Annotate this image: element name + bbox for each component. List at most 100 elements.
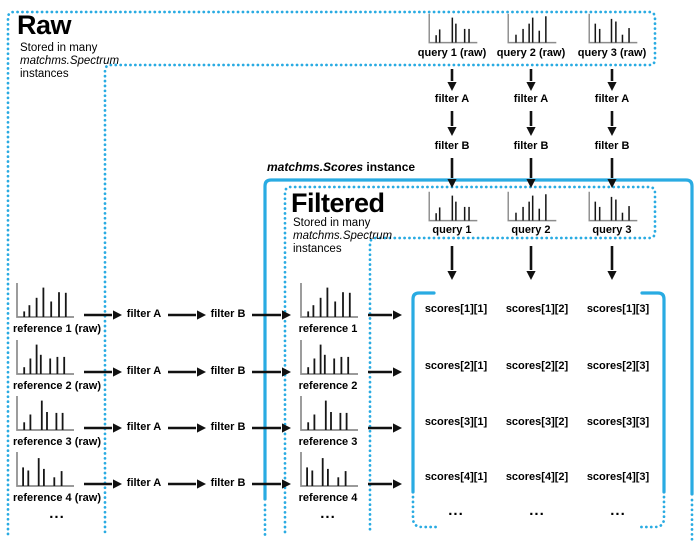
filtered-reference-3-spectrum: [296, 394, 360, 434]
flow-arrowhead: [526, 179, 536, 188]
raw-reference-4-spectrum: [12, 450, 76, 490]
filtered-region-border: [283, 185, 657, 534]
matrix-bracket-right: [640, 291, 666, 494]
reference-1-filter-a-label: filter A: [126, 308, 162, 320]
scores-cell-4-3: scores[4][3]: [586, 471, 650, 483]
spectrum-mini-chart: [300, 340, 358, 375]
spectrum-mini-chart: [507, 13, 557, 44]
flow-arrowhead: [607, 127, 617, 136]
filtered-query-1-label: query 1: [432, 224, 472, 236]
spectrum-mini-chart: [300, 396, 358, 431]
spectrum-mini-chart: [16, 396, 74, 431]
scores-cell-1-1: scores[1][1]: [424, 303, 488, 315]
flow-arrowhead: [282, 367, 291, 377]
flow-arrowhead: [197, 367, 206, 377]
filtered-query-3-label: query 3: [592, 224, 632, 236]
flow-arrowhead: [526, 271, 536, 280]
reference-2-filter-b-label: filter B: [210, 365, 246, 377]
filtered-reference-2-label: reference 2: [298, 380, 358, 392]
scores-cell-2-2: scores[2][2]: [505, 360, 569, 372]
flow-arrowhead: [113, 479, 122, 489]
flow-arrowhead: [282, 310, 291, 320]
raw-reference-1-label: reference 1 (raw): [12, 323, 102, 335]
filtered-region-subtitle-line2: matchms.Spectrum: [293, 230, 393, 242]
reference-2-filter-a-label: filter A: [126, 365, 162, 377]
raw-reference-2-label: reference 2 (raw): [12, 380, 102, 392]
raw-references-ellipsis: ...: [49, 505, 65, 522]
raw-region-subtitle-line1: Stored in many: [20, 42, 98, 54]
scores-instance-box: [263, 178, 694, 501]
flow-arrowhead: [197, 310, 206, 320]
query-2-filter-a-label: filter A: [513, 93, 549, 105]
flow-arrowhead: [447, 271, 457, 280]
raw-region-subtitle-line2: matchms.Spectrum: [20, 55, 120, 67]
reference-4-filter-b-label: filter B: [210, 477, 246, 489]
flow-arrows: [84, 69, 617, 489]
flow-arrowhead: [282, 423, 291, 433]
raw-query-3-spectrum: [585, 12, 639, 46]
scores-cell-4-1: scores[4][1]: [424, 471, 488, 483]
scores-instance-label-italic: matchms.Scores: [267, 160, 364, 174]
scores-cell-4-2: scores[4][2]: [505, 471, 569, 483]
raw-query-2-label: query 2 (raw): [496, 47, 566, 59]
spectrum-mini-chart: [507, 191, 557, 222]
reference-3-filter-a-label: filter A: [126, 421, 162, 433]
flow-arrowhead: [113, 367, 122, 377]
raw-reference-3-label: reference 3 (raw): [12, 436, 102, 448]
spectrum-mini-chart: [428, 13, 478, 44]
spectrum-mini-chart: [300, 283, 358, 318]
scores-cell-2-3: scores[2][3]: [586, 360, 650, 372]
scores-cell-3-3: scores[3][3]: [586, 416, 650, 428]
flow-arrowhead: [526, 82, 536, 91]
filtered-query-3-spectrum: [585, 190, 639, 224]
flow-arrowhead: [197, 423, 206, 433]
filtered-references-ellipsis: ...: [320, 505, 336, 522]
scores-cell-1-3: scores[1][3]: [586, 303, 650, 315]
matrix-bracket-left-dotted: [411, 495, 438, 529]
reference-4-filter-a-label: filter A: [126, 477, 162, 489]
scores-ellipsis-col2: ...: [529, 502, 545, 519]
scores-instance-label-plain: instance: [363, 160, 416, 174]
raw-query-1-spectrum: [425, 12, 479, 46]
scores-cell-3-1: scores[3][1]: [424, 416, 488, 428]
reference-3-filter-b-label: filter B: [210, 421, 246, 433]
query-1-filter-b-label: filter B: [434, 140, 470, 152]
spectrum-mini-chart: [588, 13, 638, 44]
raw-region-subtitle-line3: instances: [20, 68, 69, 80]
flow-arrowhead: [393, 423, 402, 433]
scores-instance-label: matchms.Scores instance: [267, 160, 416, 174]
filtered-reference-4-label: reference 4: [298, 492, 358, 504]
raw-region-title: Raw: [17, 10, 72, 40]
raw-reference-2-spectrum: [12, 338, 76, 378]
reference-1-filter-b-label: filter B: [210, 308, 246, 320]
filtered-region-title: Filtered: [291, 188, 385, 218]
scores-ellipsis-col3: ...: [610, 502, 626, 519]
flow-arrowhead: [607, 179, 617, 188]
raw-query-1-label: query 1 (raw): [417, 47, 487, 59]
raw-region-border: [6, 10, 657, 536]
flow-arrowhead: [607, 82, 617, 91]
flow-arrowhead: [526, 127, 536, 136]
scores-cell-1-2: scores[1][2]: [505, 303, 569, 315]
filtered-reference-1-label: reference 1: [298, 323, 358, 335]
matrix-bracket-left: [411, 291, 436, 494]
flow-arrowhead: [447, 82, 457, 91]
filtered-region-subtitle-line1: Stored in many: [293, 217, 371, 229]
spectrum-mini-chart: [588, 191, 638, 222]
raw-query-2-spectrum: [504, 12, 558, 46]
filtered-reference-4-spectrum: [296, 450, 360, 490]
query-3-filter-b-label: filter B: [594, 140, 630, 152]
filtered-reference-3-label: reference 3: [298, 436, 358, 448]
filtered-query-2-spectrum: [504, 190, 558, 224]
flow-arrowhead: [113, 310, 122, 320]
filtered-region-subtitle-line3: instances: [293, 243, 342, 255]
raw-reference-4-label: reference 4 (raw): [12, 492, 102, 504]
filtered-reference-1-spectrum: [296, 281, 360, 321]
flow-arrowhead: [607, 271, 617, 280]
flow-arrowhead: [393, 479, 402, 489]
flow-arrowhead: [197, 479, 206, 489]
scores-ellipsis-col1: ...: [448, 502, 464, 519]
spectrum-mini-chart: [16, 452, 74, 487]
